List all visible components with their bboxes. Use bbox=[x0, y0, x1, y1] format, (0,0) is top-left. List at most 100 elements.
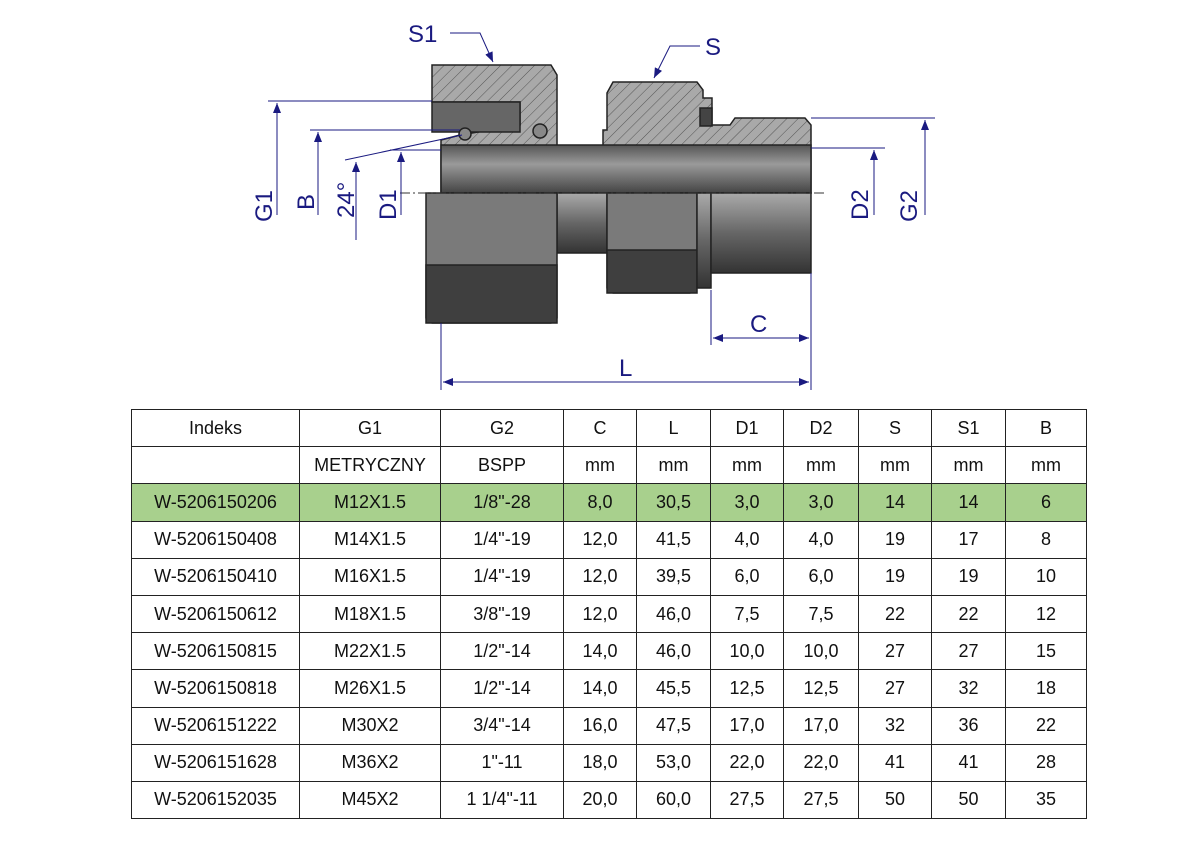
table-cell: 28 bbox=[1005, 743, 1087, 782]
table-cell: 14,0 bbox=[563, 669, 637, 708]
table-cell: 14 bbox=[931, 483, 1006, 522]
table-cell: 6,0 bbox=[710, 557, 784, 596]
table-cell: 39,5 bbox=[636, 557, 711, 596]
table-cell: 6 bbox=[1005, 483, 1087, 522]
table-cell: B bbox=[1005, 408, 1087, 448]
table-cell: S1 bbox=[931, 408, 1006, 448]
table-cell: 35 bbox=[1005, 780, 1087, 820]
label-s1: S1 bbox=[408, 21, 437, 48]
table-cell: W-5206151628 bbox=[131, 743, 300, 782]
table-cell: BSPP bbox=[440, 446, 564, 485]
table-cell: 1/4"-19 bbox=[440, 557, 564, 596]
label-g2: G2 bbox=[896, 190, 923, 222]
table-cell: 27,5 bbox=[710, 780, 784, 820]
label-g1: G1 bbox=[251, 190, 278, 222]
label-s: S bbox=[705, 34, 721, 61]
table-cell: 1/2"-14 bbox=[440, 632, 564, 671]
table-cell: mm bbox=[1005, 446, 1087, 485]
table-cell: 1/8"-28 bbox=[440, 483, 564, 522]
table-cell: L bbox=[636, 408, 711, 448]
table-cell: Indeks bbox=[131, 408, 300, 448]
table-cell: W-5206150612 bbox=[131, 594, 300, 634]
table-cell: 19 bbox=[931, 557, 1006, 596]
table-cell: 32 bbox=[858, 706, 932, 745]
table-cell: 32 bbox=[931, 669, 1006, 708]
table-cell: 20,0 bbox=[563, 780, 637, 820]
table-cell: W-5206150408 bbox=[131, 520, 300, 559]
label-d2: D2 bbox=[847, 189, 874, 220]
table-cell: 22 bbox=[931, 594, 1006, 634]
exterior-lower bbox=[425, 192, 812, 324]
table-cell: 12 bbox=[1005, 594, 1087, 634]
label-angle: 24° bbox=[333, 182, 360, 218]
table-cell: 1/2"-14 bbox=[440, 669, 564, 708]
table-cell: M45X2 bbox=[299, 780, 441, 820]
table-cell: 3,0 bbox=[710, 483, 784, 522]
table-cell: 6,0 bbox=[783, 557, 859, 596]
table-cell: 18 bbox=[1005, 669, 1087, 708]
table-cell: 41 bbox=[931, 743, 1006, 782]
table-cell: 45,5 bbox=[636, 669, 711, 708]
table-cell: 30,5 bbox=[636, 483, 711, 522]
table-cell: 19 bbox=[858, 520, 932, 559]
table-cell: 8 bbox=[1005, 520, 1087, 559]
table-cell: M14X1.5 bbox=[299, 520, 441, 559]
table-cell: 22,0 bbox=[710, 743, 784, 782]
table-cell: 14 bbox=[858, 483, 932, 522]
table-cell: 46,0 bbox=[636, 632, 711, 671]
table-cell: 14,0 bbox=[563, 632, 637, 671]
table-cell: D2 bbox=[783, 408, 859, 448]
table-cell: 4,0 bbox=[783, 520, 859, 559]
table-cell: 18,0 bbox=[563, 743, 637, 782]
table-cell: M22X1.5 bbox=[299, 632, 441, 671]
table-cell: 10,0 bbox=[710, 632, 784, 671]
table-cell bbox=[131, 446, 300, 485]
table-cell: 7,5 bbox=[710, 594, 784, 634]
table-cell: M26X1.5 bbox=[299, 669, 441, 708]
table-cell: 12,0 bbox=[563, 594, 637, 634]
table-cell: G1 bbox=[299, 408, 441, 448]
dimension-lines bbox=[268, 32, 935, 390]
table-cell: M12X1.5 bbox=[299, 483, 441, 522]
table-cell: 17,0 bbox=[783, 706, 859, 745]
table-cell: 1 1/4"-11 bbox=[440, 780, 564, 820]
table-cell: 17 bbox=[931, 520, 1006, 559]
table-cell: mm bbox=[931, 446, 1006, 485]
table-cell: 17,0 bbox=[710, 706, 784, 745]
table-cell: C bbox=[563, 408, 637, 448]
table-cell: mm bbox=[636, 446, 711, 485]
table-cell: M36X2 bbox=[299, 743, 441, 782]
table-cell: mm bbox=[783, 446, 859, 485]
table-cell: 50 bbox=[858, 780, 932, 820]
table-cell: 3,0 bbox=[783, 483, 859, 522]
table-cell: 16,0 bbox=[563, 706, 637, 745]
table-cell: W-5206151222 bbox=[131, 706, 300, 745]
table-cell: M30X2 bbox=[299, 706, 441, 745]
table-cell: METRYCZNY bbox=[299, 446, 441, 485]
table-cell: 1"-11 bbox=[440, 743, 564, 782]
table-cell: 12,5 bbox=[710, 669, 784, 708]
table-cell: 4,0 bbox=[710, 520, 784, 559]
table-cell: 22 bbox=[858, 594, 932, 634]
table-cell: D1 bbox=[710, 408, 784, 448]
table-cell: mm bbox=[563, 446, 637, 485]
table-cell: 22,0 bbox=[783, 743, 859, 782]
label-l: L bbox=[619, 355, 632, 382]
table-cell: 47,5 bbox=[636, 706, 711, 745]
table-cell: 19 bbox=[858, 557, 932, 596]
table-cell: W-5206150410 bbox=[131, 557, 300, 596]
table-cell: 12,0 bbox=[563, 557, 637, 596]
table-cell: 53,0 bbox=[636, 743, 711, 782]
table-cell: W-5206150206 bbox=[131, 483, 300, 522]
table-cell: G2 bbox=[440, 408, 564, 448]
table-cell: 60,0 bbox=[636, 780, 711, 820]
table-cell: 10 bbox=[1005, 557, 1087, 596]
